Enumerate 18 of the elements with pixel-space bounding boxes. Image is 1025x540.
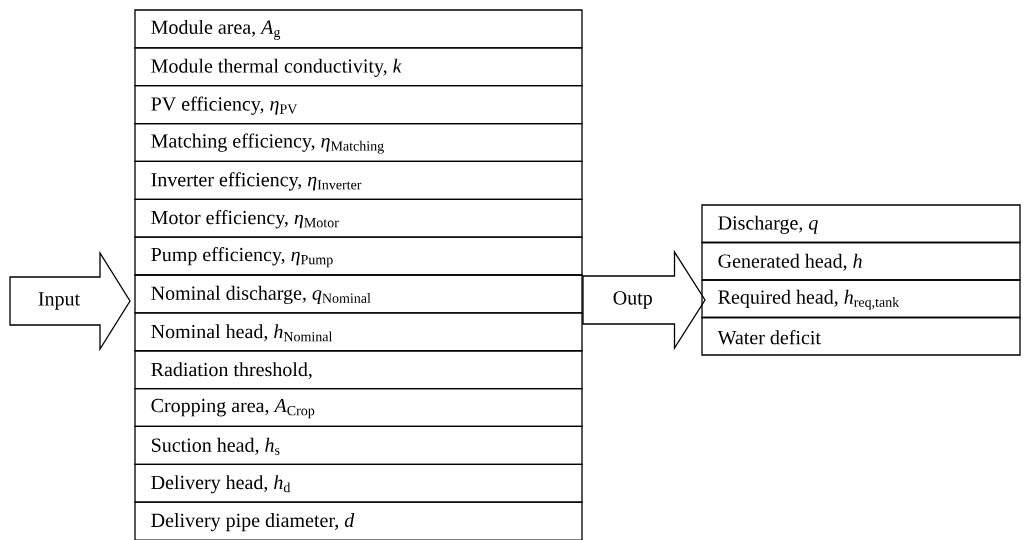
table-row: Radiation threshold, [134,350,583,390]
table-row: Required head, h$_{req,tank}$ [701,279,1021,319]
table-row: Nominal discharge, q$_{Nominal}$ [134,274,583,314]
table-row: PV efficiency, η$_{PV}$ [134,85,583,125]
table-row: Inverter efficiency, η$_{Inverter}$ [134,160,583,200]
table-row: Nominal head, h$_{Nominal}$ [134,312,583,352]
table-row: Generated head, h [701,241,1021,281]
table-row: Suction head, h$_{s}$ [134,425,583,465]
table-row: Pump efficiency, η$_{Pump}$ [134,236,583,276]
table-row: Module thermal conductivity, k [134,47,583,87]
table-row: Delivery pipe diameter, d [134,501,583,540]
table-row: Water deficit [701,316,1021,356]
table-row: Matching efficiency, η$_{Matching}$ [134,122,583,163]
table-row: Discharge, q [701,204,1021,244]
table-row: Delivery head, h$_{d}$ [134,463,583,503]
table-row: Cropping area, A$_{Crop}$ [134,387,583,428]
table-row: Motor efficiency, η$_{Motor}$ [134,198,583,238]
table-row: Module area, A$_{g}$ [134,9,583,49]
